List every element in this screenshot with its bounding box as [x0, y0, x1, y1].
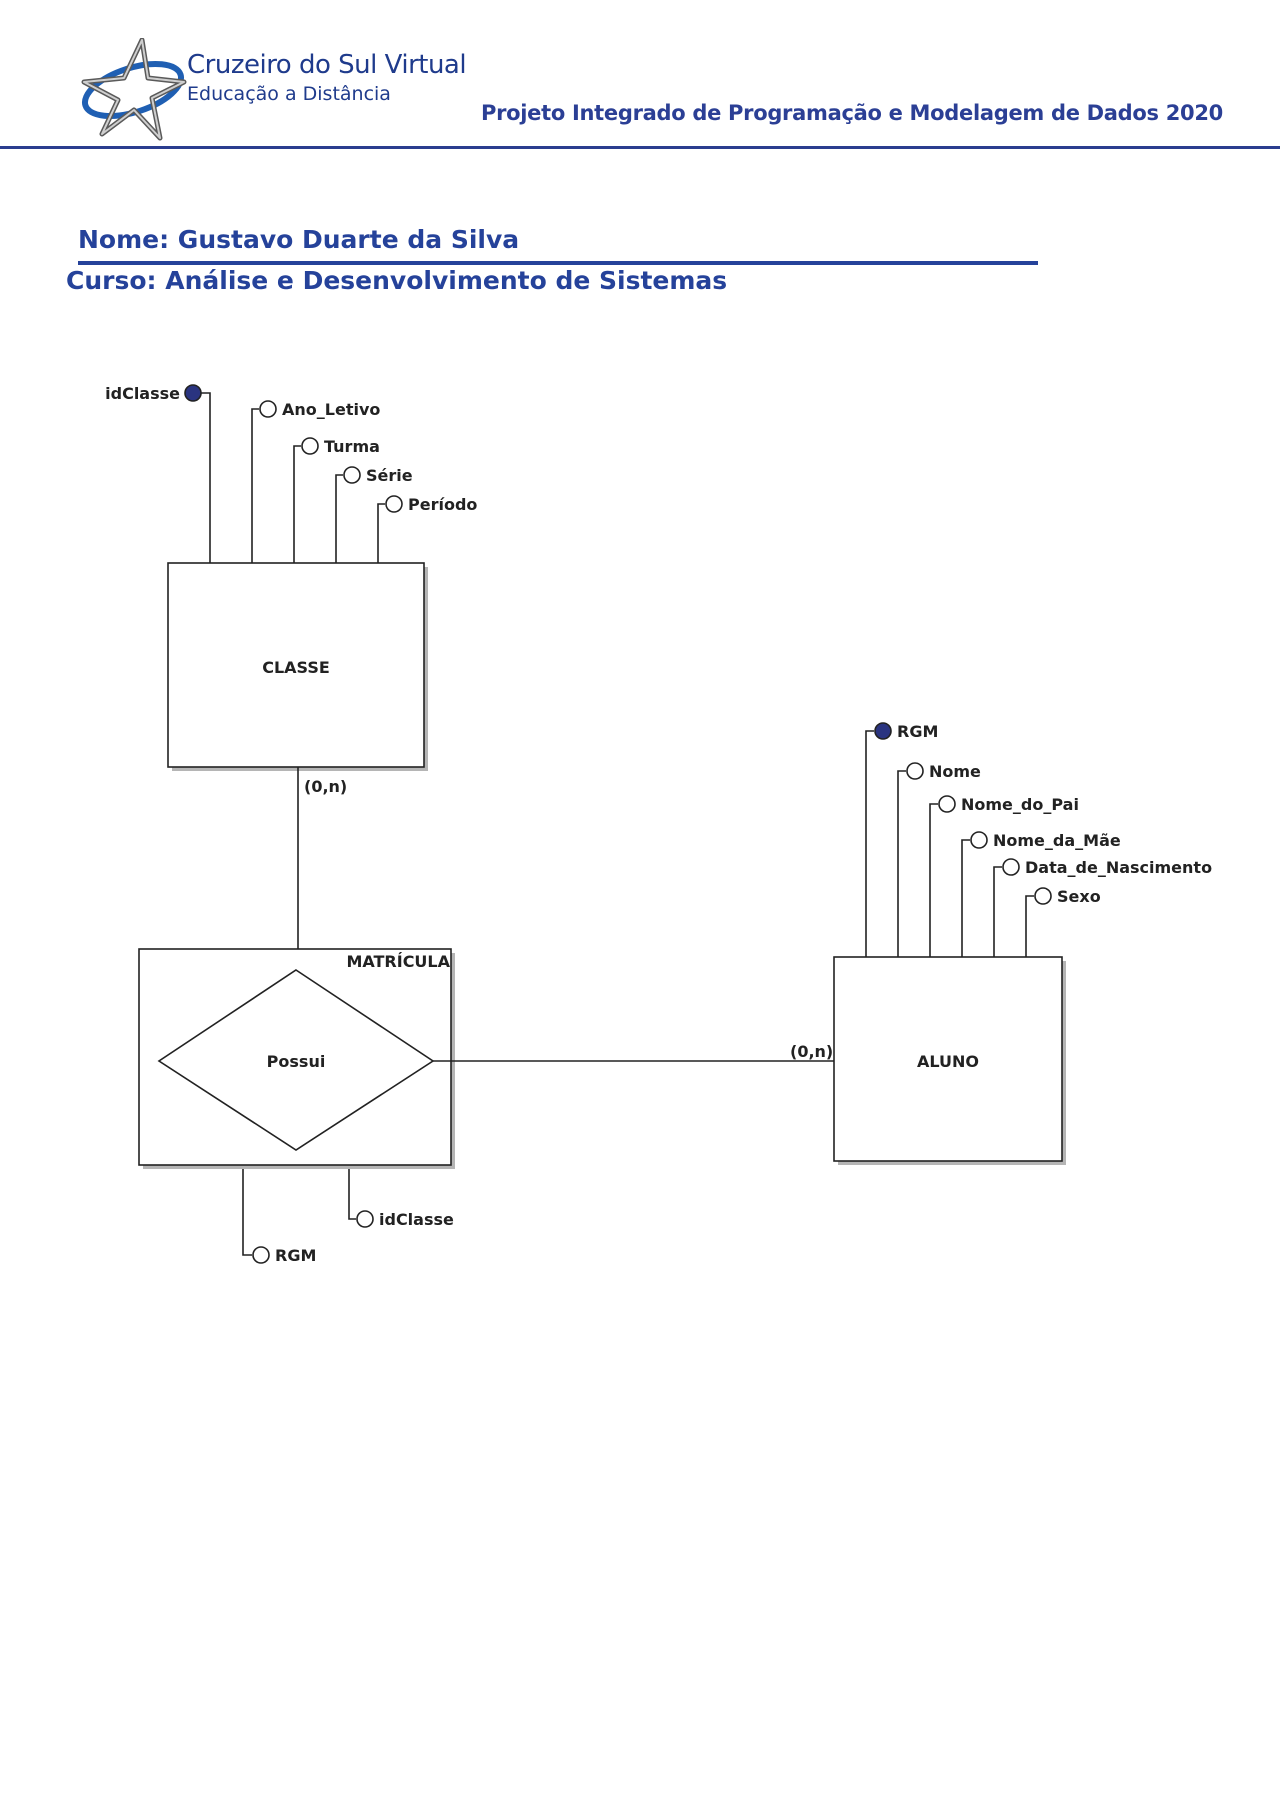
attr-line-rgm	[865, 730, 874, 957]
attr-label-periodo: Período	[408, 495, 477, 514]
attr-label-rgm-rel: RGM	[275, 1246, 316, 1265]
attr-line-nome-do-pai	[929, 803, 938, 957]
classe-label: CLASSE	[262, 658, 330, 677]
attr-label-ano-letivo: Ano_Letivo	[282, 400, 380, 419]
aluno-entity[interactable]	[833, 956, 1063, 1162]
attr-line-sexo	[1025, 895, 1034, 957]
possui-relationship[interactable]	[157, 969, 435, 1151]
attribute-icon	[970, 831, 988, 849]
attr-line-data-nascimento	[993, 866, 1002, 957]
classe-entity[interactable]	[167, 562, 425, 768]
star-orbit-logo-icon	[81, 37, 187, 141]
course-name: Curso: Análise e Desenvolvimento de Sist…	[66, 266, 728, 295]
attribute-icon	[343, 466, 361, 484]
attr-label-nome: Nome	[929, 762, 981, 781]
student-name: Nome: Gustavo Duarte da Silva	[78, 225, 520, 254]
attr-label-idclasse-rel: idClasse	[379, 1210, 454, 1229]
attribute-icon	[301, 437, 319, 455]
attr-label-nome-do-pai: Nome_do_Pai	[961, 795, 1079, 814]
attr-label-serie: Série	[366, 466, 413, 485]
attr-line-ano-letivo	[251, 408, 259, 563]
name-underline	[78, 261, 1038, 265]
header-divider	[0, 146, 1280, 149]
matricula-label: MATRÍCULA	[346, 952, 450, 971]
attr-label-nome-da-mae: Nome_da_Mãe	[993, 831, 1121, 850]
cardinality-aluno: (0,n)	[790, 1042, 833, 1061]
attr-line-nome	[897, 770, 906, 957]
key-attribute-icon	[874, 722, 892, 740]
attr-line-nome-da-mae	[961, 839, 970, 957]
attribute-icon	[259, 400, 277, 418]
attr-label-turma: Turma	[324, 437, 380, 456]
logo-title: Cruzeiro do Sul Virtual	[187, 50, 467, 80]
attr-line-idclasse	[198, 392, 211, 563]
attr-label-idclasse: idClasse	[105, 384, 180, 403]
logo	[78, 37, 188, 146]
attribute-icon	[252, 1246, 270, 1264]
possui-label: Possui	[267, 1052, 326, 1071]
attr-label-rgm: RGM	[897, 722, 938, 741]
attribute-icon	[1034, 887, 1052, 905]
cardinality-classe: (0,n)	[304, 777, 347, 796]
attr-line-turma	[293, 445, 301, 563]
attribute-icon	[356, 1210, 374, 1228]
attribute-icon	[938, 795, 956, 813]
attribute-icon	[906, 762, 924, 780]
attribute-icon	[1002, 858, 1020, 876]
attr-line-idclasse-rel	[348, 1169, 356, 1220]
logo-subtitle: Educação a Distância	[187, 83, 391, 105]
attr-line-serie	[335, 474, 343, 563]
project-title: Projeto Integrado de Programação e Model…	[481, 101, 1223, 125]
key-attribute-icon	[184, 384, 202, 402]
attr-line-rgm-rel	[242, 1169, 252, 1256]
aluno-label: ALUNO	[917, 1052, 979, 1071]
attribute-icon	[385, 495, 403, 513]
attr-label-data-nascimento: Data_de_Nascimento	[1025, 858, 1212, 877]
attr-label-sexo: Sexo	[1057, 887, 1101, 906]
attr-line-periodo	[377, 503, 385, 563]
